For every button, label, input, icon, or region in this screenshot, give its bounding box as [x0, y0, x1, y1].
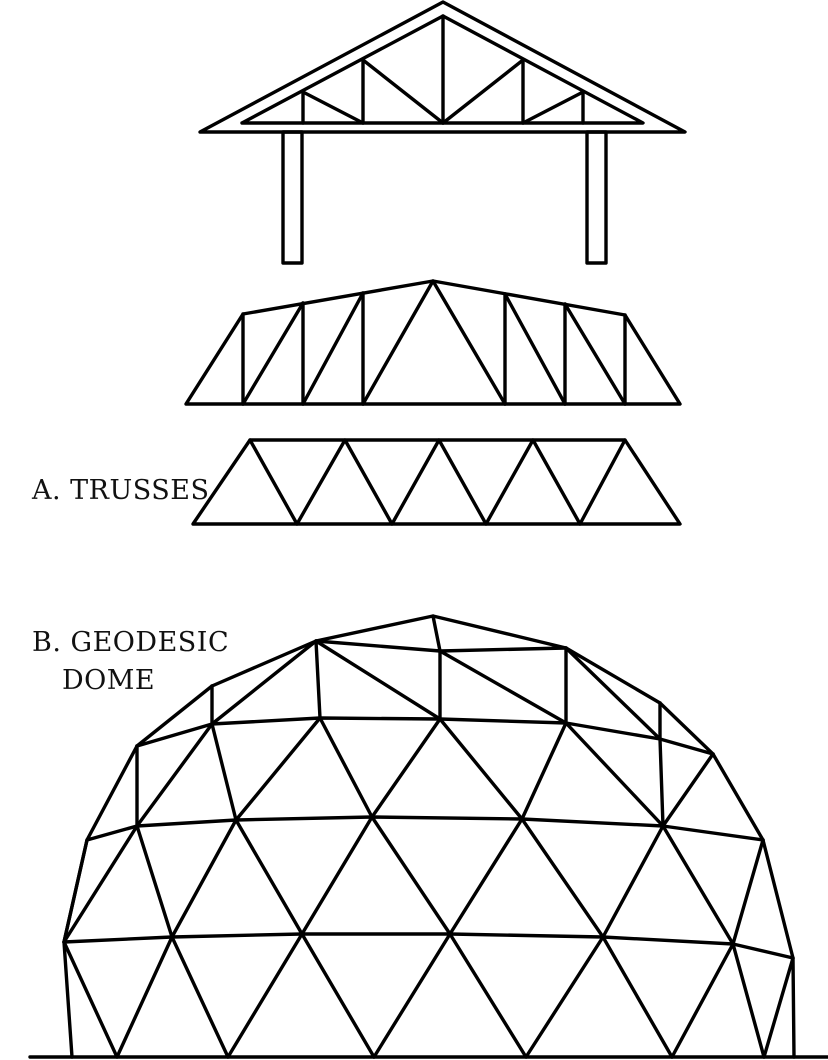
warren-truss: [191, 438, 682, 526]
geodesic-dome-label-line2: DOME: [62, 665, 156, 696]
warren-truss-outline: [191, 438, 682, 526]
dome-ring-lines: [28, 614, 828, 1059]
trusses-label: A. TRUSSES: [32, 475, 210, 506]
geodesic-dome: [28, 614, 828, 1059]
roof-truss-right-post: [585, 130, 608, 265]
bridge-truss-web-members: [241, 279, 627, 406]
bridge-truss-outline: [184, 279, 682, 406]
roof-truss-outer-chord: [198, 0, 687, 134]
bridge-truss: [184, 279, 682, 406]
roof-truss-web-members: [301, 14, 585, 125]
geodesic-dome-label-line1: B. GEODESIC: [32, 627, 230, 658]
warren-truss-web-members: [248, 438, 627, 526]
roof-truss-left-post: [281, 130, 304, 265]
dome-strut-lines: [62, 614, 795, 1059]
roof-truss: [198, 0, 687, 265]
